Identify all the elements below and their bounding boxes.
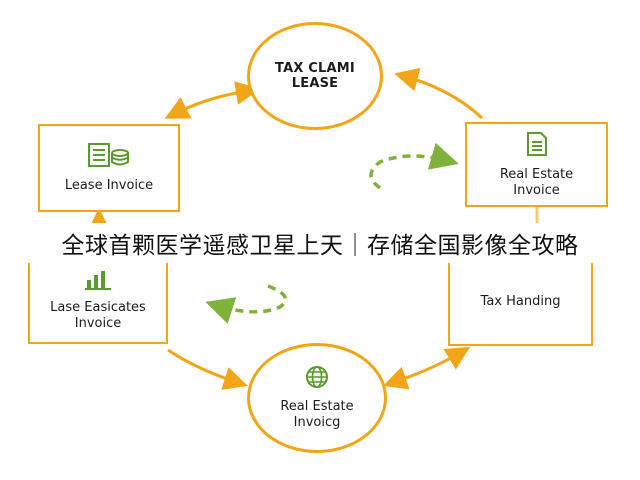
node-lease-invoice: Lease Invoice [38,124,180,212]
node-label: TAX CLAMI LEASE [275,61,355,91]
node-label: Real Estate Invoice [499,166,574,198]
arrow-bottom-to-tax-handing [382,346,471,390]
overlay-caption-banner: 全球首颗医学遥感卫星上天｜存储全国影像全攻略 [0,223,640,263]
node-label: Tax Handing [480,294,561,309]
node-tax-handing: Tax Handing [448,258,593,346]
bar-chart-icon [84,268,112,294]
dashed-arrow-upper [369,142,459,190]
arrow-tax-to-lease-invoice [164,81,260,119]
dashed-arrow-lower [205,284,288,324]
arrow-lase-to-real-estate-bottom [167,348,248,390]
node-real-estate-invoice-top: Real Estate Invoice [465,122,608,207]
node-tax-claim-lease: TAX CLAMI LEASE [247,22,383,130]
node-real-estate-invoice-bottom: Real Estate Invoicg [247,343,387,453]
node-lase-easicates-invoice: Lase Easicates Invoice [28,256,168,344]
node-label: Real Estate Invoicg [280,399,354,430]
globe-icon [305,365,329,393]
ledger-coins-icon [86,142,132,172]
arrow-real-estate-to-tax [394,67,484,120]
node-label: Lase Easicates Invoice [50,300,146,331]
node-label: Lease Invoice [64,178,154,193]
document-icon [525,131,549,161]
